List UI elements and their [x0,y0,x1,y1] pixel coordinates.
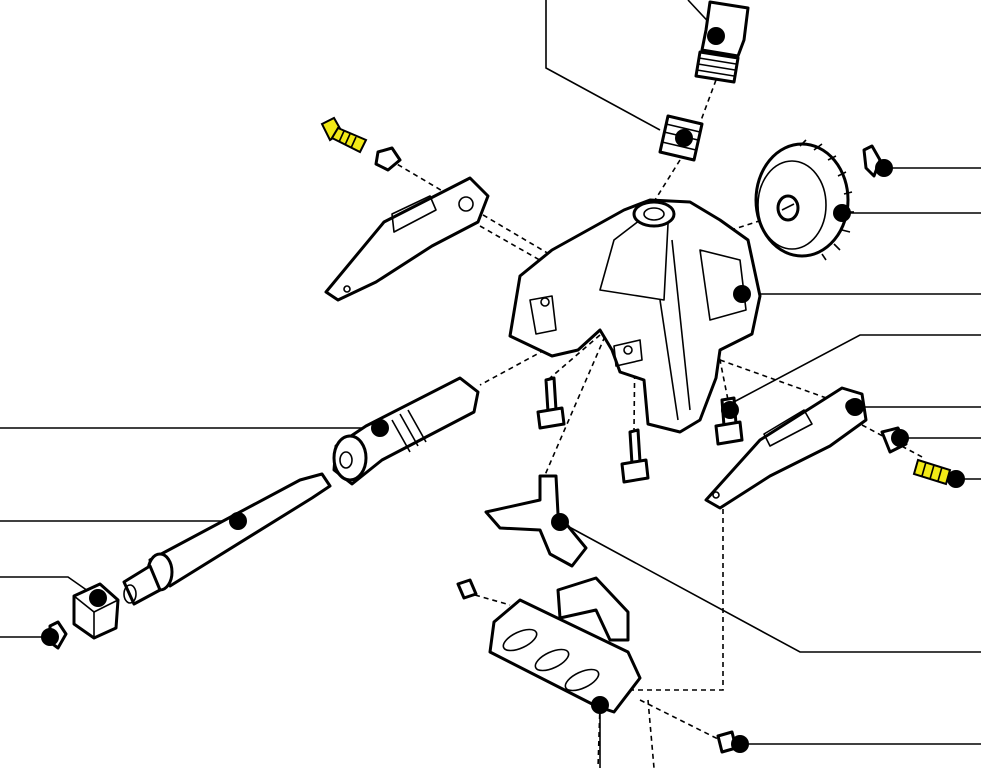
hotspot-housing[interactable] [733,285,751,303]
hotspot-square-block[interactable] [89,589,107,607]
bracket [484,474,588,568]
square-block [72,582,120,640]
shaft-long [122,472,332,606]
hotspot-cap-right[interactable] [891,429,909,447]
leader-top [545,0,661,131]
hotspot-shaft-long[interactable] [229,512,247,530]
spacer [374,146,402,172]
hotspot-e-ring-top[interactable] [875,159,893,177]
hotspot-e-ring-left[interactable] [41,628,59,646]
screw-small-tray [456,578,478,600]
housing [508,198,762,434]
hotspot-screw-housing-right[interactable] [721,401,739,419]
hotspot-lever-right[interactable] [846,398,864,416]
hotspots [41,27,965,753]
tray [488,576,642,714]
screw-highlighted-top [320,116,368,154]
leader-bracket [559,521,981,653]
hotspot-screw-bottom[interactable] [731,735,749,753]
screw-housing-left [536,376,566,430]
hotspot-bracket[interactable] [551,513,569,531]
lever-left [324,176,490,302]
hotspot-spring[interactable] [675,129,693,147]
hotspot-screw-highlighted-right[interactable] [947,470,965,488]
screw-housing-center [620,428,650,484]
hotspot-shaft-bushing[interactable] [371,419,389,437]
hotspot-gear[interactable] [833,204,851,222]
shaft-bushing [332,376,480,486]
hotspot-top-fitting[interactable] [707,27,725,45]
hotspot-tray[interactable] [591,696,609,714]
screw-highlighted-right [912,458,952,486]
gear [754,139,854,261]
leader-screw-right [729,334,981,405]
